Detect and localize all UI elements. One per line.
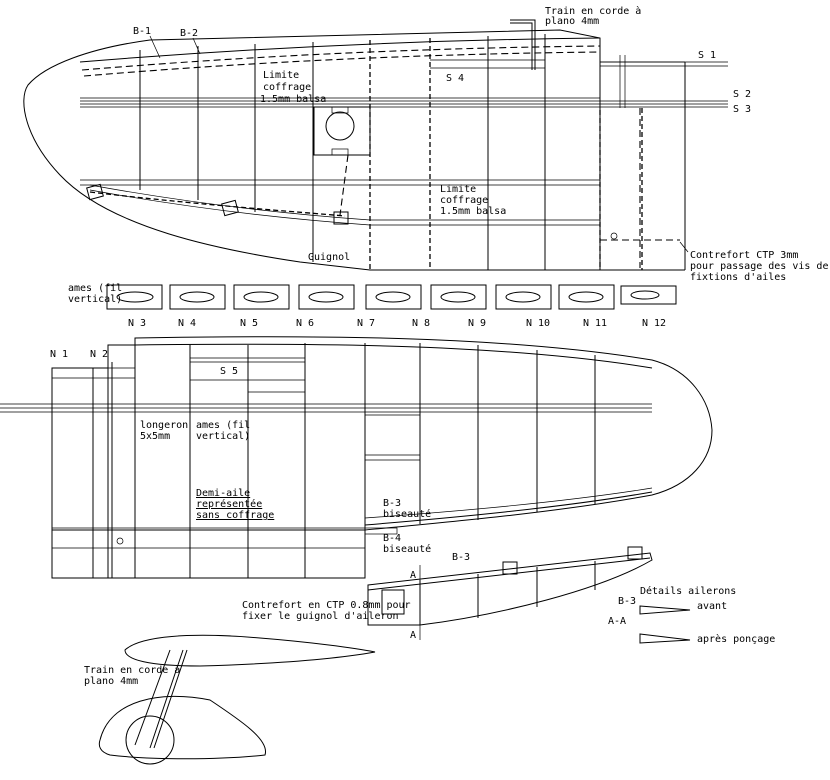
label-longeron-2: 5x5mm [140, 431, 170, 442]
label-s5: S 5 [220, 366, 238, 377]
hinge-1 [86, 183, 104, 201]
rib-n9 [495, 284, 552, 310]
servo-bay [313, 106, 371, 156]
label-train-2: plano 4mm [545, 16, 599, 27]
rib-n6 [298, 284, 355, 310]
label-n1: N 1 [50, 349, 68, 360]
label-s1: S 1 [698, 50, 716, 61]
label-n11: N 11 [583, 318, 607, 329]
label-side-train-2: plano 4mm [84, 676, 138, 687]
screw-hole [610, 232, 618, 240]
aileron-view: B-3 A A Contrefort en CTP 0.8mm pour fix… [242, 546, 775, 645]
label-demi-aile-1: Demi-aile [196, 488, 250, 499]
rib-n7 [365, 284, 422, 310]
label-s4: S 4 [446, 73, 464, 84]
label-limit1-3: 1.5mm balsa [260, 94, 326, 105]
label-guignol: Guignol [308, 252, 350, 263]
label-demi-aile-3: sans coffrage [196, 510, 274, 521]
label-a-bottom: A [410, 630, 416, 641]
label-demi-aile-2: représentée [196, 498, 262, 510]
b2-dashed-line [83, 51, 601, 77]
aileron-profile-avant [639, 605, 691, 615]
label-limit1-1: Limite [263, 70, 299, 81]
label-b3-1: B-3 [383, 498, 401, 509]
rib-n3 [106, 284, 163, 310]
label-train-1: Train en corde à [545, 5, 641, 17]
label-n6: N 6 [296, 318, 314, 329]
label-b3-2: biseauté [383, 508, 431, 520]
label-n8: N 8 [412, 318, 430, 329]
label-ames-1: ames (fil [68, 283, 122, 294]
label-side-train-1: Train en corde à [84, 664, 180, 676]
label-s2: S 2 [733, 89, 751, 100]
label-aileron-contrefort-2: fixer le guignol d'aileron [242, 611, 399, 622]
label-b2: B-2 [180, 28, 198, 39]
rib-n8 [430, 284, 487, 310]
aileron-contrefort [381, 589, 405, 615]
label-contrefort-1: Contrefort CTP 3mm [690, 250, 798, 261]
rib-n4 [169, 284, 226, 310]
label-n10: N 10 [526, 318, 550, 329]
label-details-b3: B-3 [618, 596, 636, 607]
label-n9: N 9 [468, 318, 486, 329]
label-n7: N 7 [357, 318, 375, 329]
label-aileron-contrefort-1: Contrefort en CTP 0.8mm pour [242, 600, 411, 611]
aileron-profile-apres [639, 633, 691, 644]
label-ames-lower-2: vertical) [196, 431, 250, 442]
b1-dashed-line [81, 45, 601, 71]
lower-wing-view: N 1 N 2 S 5 longeron 5x5mm ames (fil ver… [0, 336, 713, 579]
label-ames-2: vertical) [68, 294, 122, 305]
label-n5: N 5 [240, 318, 258, 329]
gear-wire-1 [149, 649, 184, 749]
guignol-link [339, 154, 349, 216]
label-a-top: A [410, 570, 416, 581]
label-n12: N 12 [642, 318, 666, 329]
aileron-hinge-line [89, 184, 600, 221]
wheel [125, 715, 175, 765]
rib-n11 [620, 285, 677, 305]
lower-wing-outline [51, 336, 713, 579]
label-longeron-1: longeron [140, 420, 188, 431]
label-b4-1: B-4 [383, 533, 401, 544]
label-b4-2: biseauté [383, 543, 431, 555]
label-limit2-2: coffrage [440, 195, 488, 206]
wheel-pant [98, 695, 266, 760]
label-contrefort-3: fixtions d'ailes [690, 272, 786, 283]
aileron-hinge-2 [627, 546, 643, 560]
wing-profile [124, 634, 376, 667]
hinge-2 [221, 199, 239, 217]
aileron-hinge-1 [502, 561, 518, 575]
label-limit2-3: 1.5mm balsa [440, 206, 506, 217]
label-s3: S 3 [733, 104, 751, 115]
side-view: Train en corde à plano 4mm [84, 634, 376, 765]
landing-gear-wire [510, 19, 536, 70]
label-ames-lower-1: ames (fil [196, 420, 250, 431]
label-section: A-A [608, 616, 626, 627]
rib-n5 [233, 284, 290, 310]
rib-n10 [558, 284, 615, 310]
label-n3: N 3 [128, 318, 146, 329]
label-n2: N 2 [90, 349, 108, 360]
upper-wing-view: B-1 B-2 Train en corde à plano 4mm Limit… [23, 5, 828, 283]
label-details-title: Détails ailerons [640, 585, 736, 597]
label-avant: avant [697, 601, 727, 612]
aileron-outline [367, 552, 653, 626]
rib-templates-row: ames (fil vertical) N 3 N 4 N 5 N 6 N 7 … [68, 283, 677, 329]
label-limit2-1: Limite [440, 184, 476, 195]
label-limit1-2: coffrage [263, 82, 311, 93]
label-n4: N 4 [178, 318, 196, 329]
label-aileron-b3: B-3 [452, 552, 470, 563]
label-contrefort-2: pour passage des vis de [690, 261, 828, 272]
dashed-rear-line [89, 191, 346, 217]
hinge-3 [333, 211, 349, 225]
upper-wing-outline [23, 29, 601, 271]
label-apres: après ponçage [697, 633, 775, 645]
label-b1: B-1 [133, 26, 151, 37]
leading-edge-line [79, 37, 601, 63]
